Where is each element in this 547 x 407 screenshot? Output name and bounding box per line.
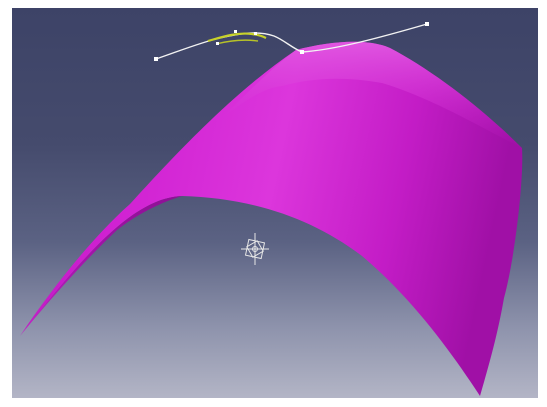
sweep-surface[interactable] [20, 41, 523, 396]
compass-axis-icon[interactable] [241, 233, 269, 265]
profile-selection-arc [215, 39, 259, 45]
control-point[interactable] [300, 50, 304, 54]
control-points [154, 22, 429, 61]
control-point[interactable] [216, 42, 219, 45]
3d-scene[interactable] [12, 8, 538, 398]
3d-viewport[interactable] [12, 8, 538, 398]
profile-curve[interactable] [155, 23, 428, 60]
surface-crest-highlight [222, 41, 522, 148]
surface-underside [20, 196, 182, 336]
control-point[interactable] [154, 57, 158, 61]
control-point[interactable] [234, 30, 237, 33]
profile-selection[interactable] [207, 32, 267, 43]
control-point[interactable] [254, 32, 257, 35]
control-point[interactable] [425, 22, 429, 26]
